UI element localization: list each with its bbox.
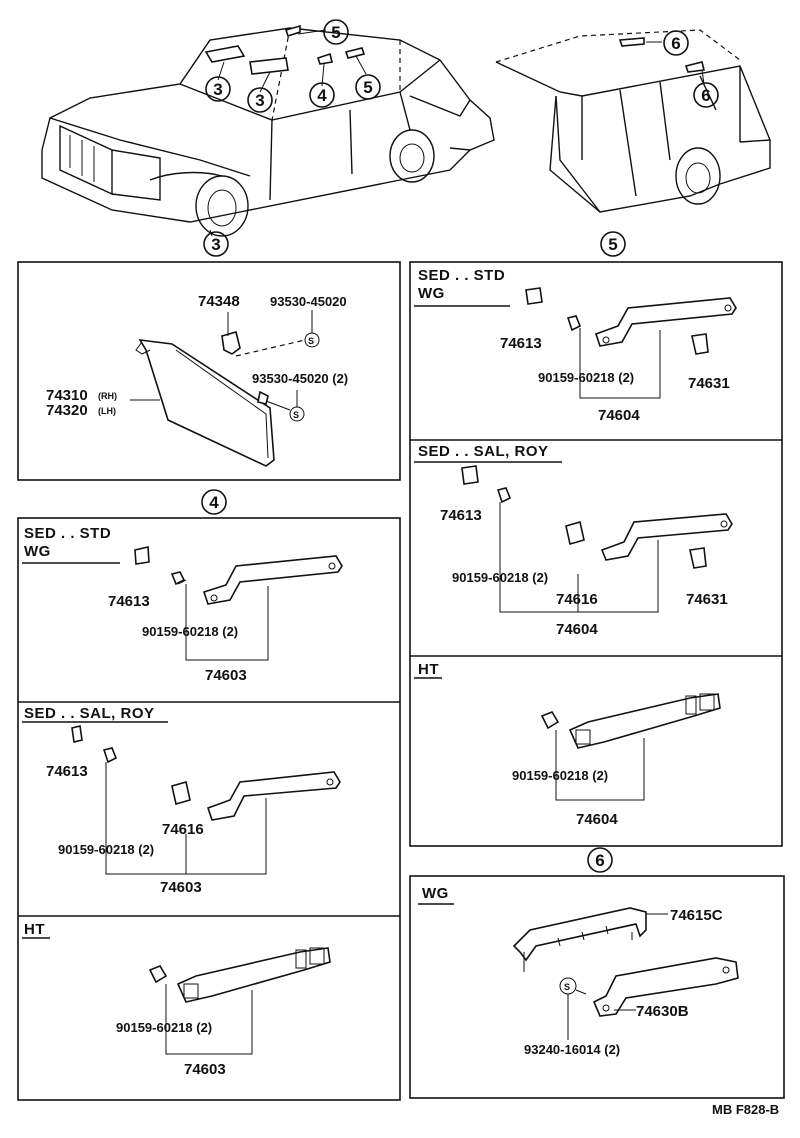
left-p1-header2: WG: [24, 543, 51, 560]
right-p2-clip: 74613: [440, 507, 482, 524]
assist-grip-right-column: SED . . STD WG 74613 90159-60218 (2) 746…: [409, 261, 783, 847]
left-p2-clip: 74613: [46, 763, 88, 780]
left-p2-screw: 90159-60218 (2): [58, 842, 154, 857]
sedan-overview: [41, 24, 495, 237]
left-p2-bracket: 74616: [162, 821, 204, 838]
right-p2-screw: 90159-60218 (2): [452, 570, 548, 585]
right-p2-hook: 74631: [686, 591, 728, 608]
section-callout-5: 5: [608, 235, 617, 254]
wg-grip: 74630B: [636, 1003, 689, 1020]
callout-3b: 3: [255, 91, 264, 110]
wg-rail: 74615C: [670, 907, 723, 924]
callout-5a: 5: [331, 23, 340, 42]
callout-3a: 3: [213, 80, 222, 99]
callout-5b: 5: [363, 78, 372, 97]
left-p1-clip: 74613: [108, 593, 150, 610]
right-p3-assembly: 74604: [576, 811, 618, 828]
right-p1-clip: 74613: [500, 335, 542, 352]
sun-visor-box: S S 74348 93530-45020 93530-45020 (2) 74…: [17, 261, 401, 481]
right-p1-header2: WG: [418, 285, 445, 302]
right-p1-header1: SED . . STD: [418, 267, 505, 284]
s-symbol-bottom: S: [293, 410, 299, 420]
lh-suffix: (LH): [98, 406, 116, 416]
right-p1-hook: 74631: [688, 375, 730, 392]
callout-6a: 6: [671, 34, 680, 53]
callout-4: 4: [317, 86, 327, 105]
left-p1-header1: SED . . STD: [24, 525, 111, 542]
part-74320: 74320: [46, 402, 88, 419]
wg-screw: 93240-16014 (2): [524, 1042, 620, 1057]
wagon-overview: [495, 29, 771, 213]
footer-code: MB F828-B: [712, 1102, 779, 1117]
left-p1-screw: 90159-60218 (2): [142, 624, 238, 639]
assist-grip-left-column: SED . . STD WG 74613 90159-60218 (2) 746…: [17, 517, 401, 1101]
callout-6b: 6: [701, 86, 710, 105]
right-p1-screw: 90159-60218 (2): [538, 370, 634, 385]
callout-3c: 3: [211, 235, 220, 254]
section-callout-4: 4: [209, 493, 219, 512]
part-93530-45020-x2: 93530-45020 (2): [252, 371, 348, 386]
right-p3-screw: 90159-60218 (2): [512, 768, 608, 783]
right-p2-assembly: 74604: [556, 621, 598, 638]
part-74348: 74348: [198, 293, 240, 310]
right-p3-header1: HT: [418, 661, 439, 678]
wagon-grip-box: WG S 74615C 74630B 93240-16014 (2): [409, 875, 785, 1099]
left-p3-header1: HT: [24, 921, 45, 938]
left-p3-assembly: 74603: [184, 1061, 226, 1078]
section-callout-6: 6: [595, 851, 604, 870]
wg-header: WG: [422, 885, 449, 902]
left-p3-screw: 90159-60218 (2): [116, 1020, 212, 1035]
overview-callouts: 3 3 3 4 5 5 6 6: [203, 19, 719, 257]
left-p2-header1: SED . . SAL, ROY: [24, 705, 155, 722]
right-p1-assembly: 74604: [598, 407, 640, 424]
part-93530-45020: 93530-45020: [270, 294, 347, 309]
wg-s-symbol: S: [564, 982, 570, 992]
right-p2-bracket: 74616: [556, 591, 598, 608]
s-symbol-top: S: [308, 336, 314, 346]
part-74310: 74310: [46, 387, 88, 404]
left-p2-assembly: 74603: [160, 879, 202, 896]
left-p1-assembly: 74603: [205, 667, 247, 684]
right-p2-header1: SED . . SAL, ROY: [418, 443, 549, 460]
rh-suffix: (RH): [98, 391, 117, 401]
